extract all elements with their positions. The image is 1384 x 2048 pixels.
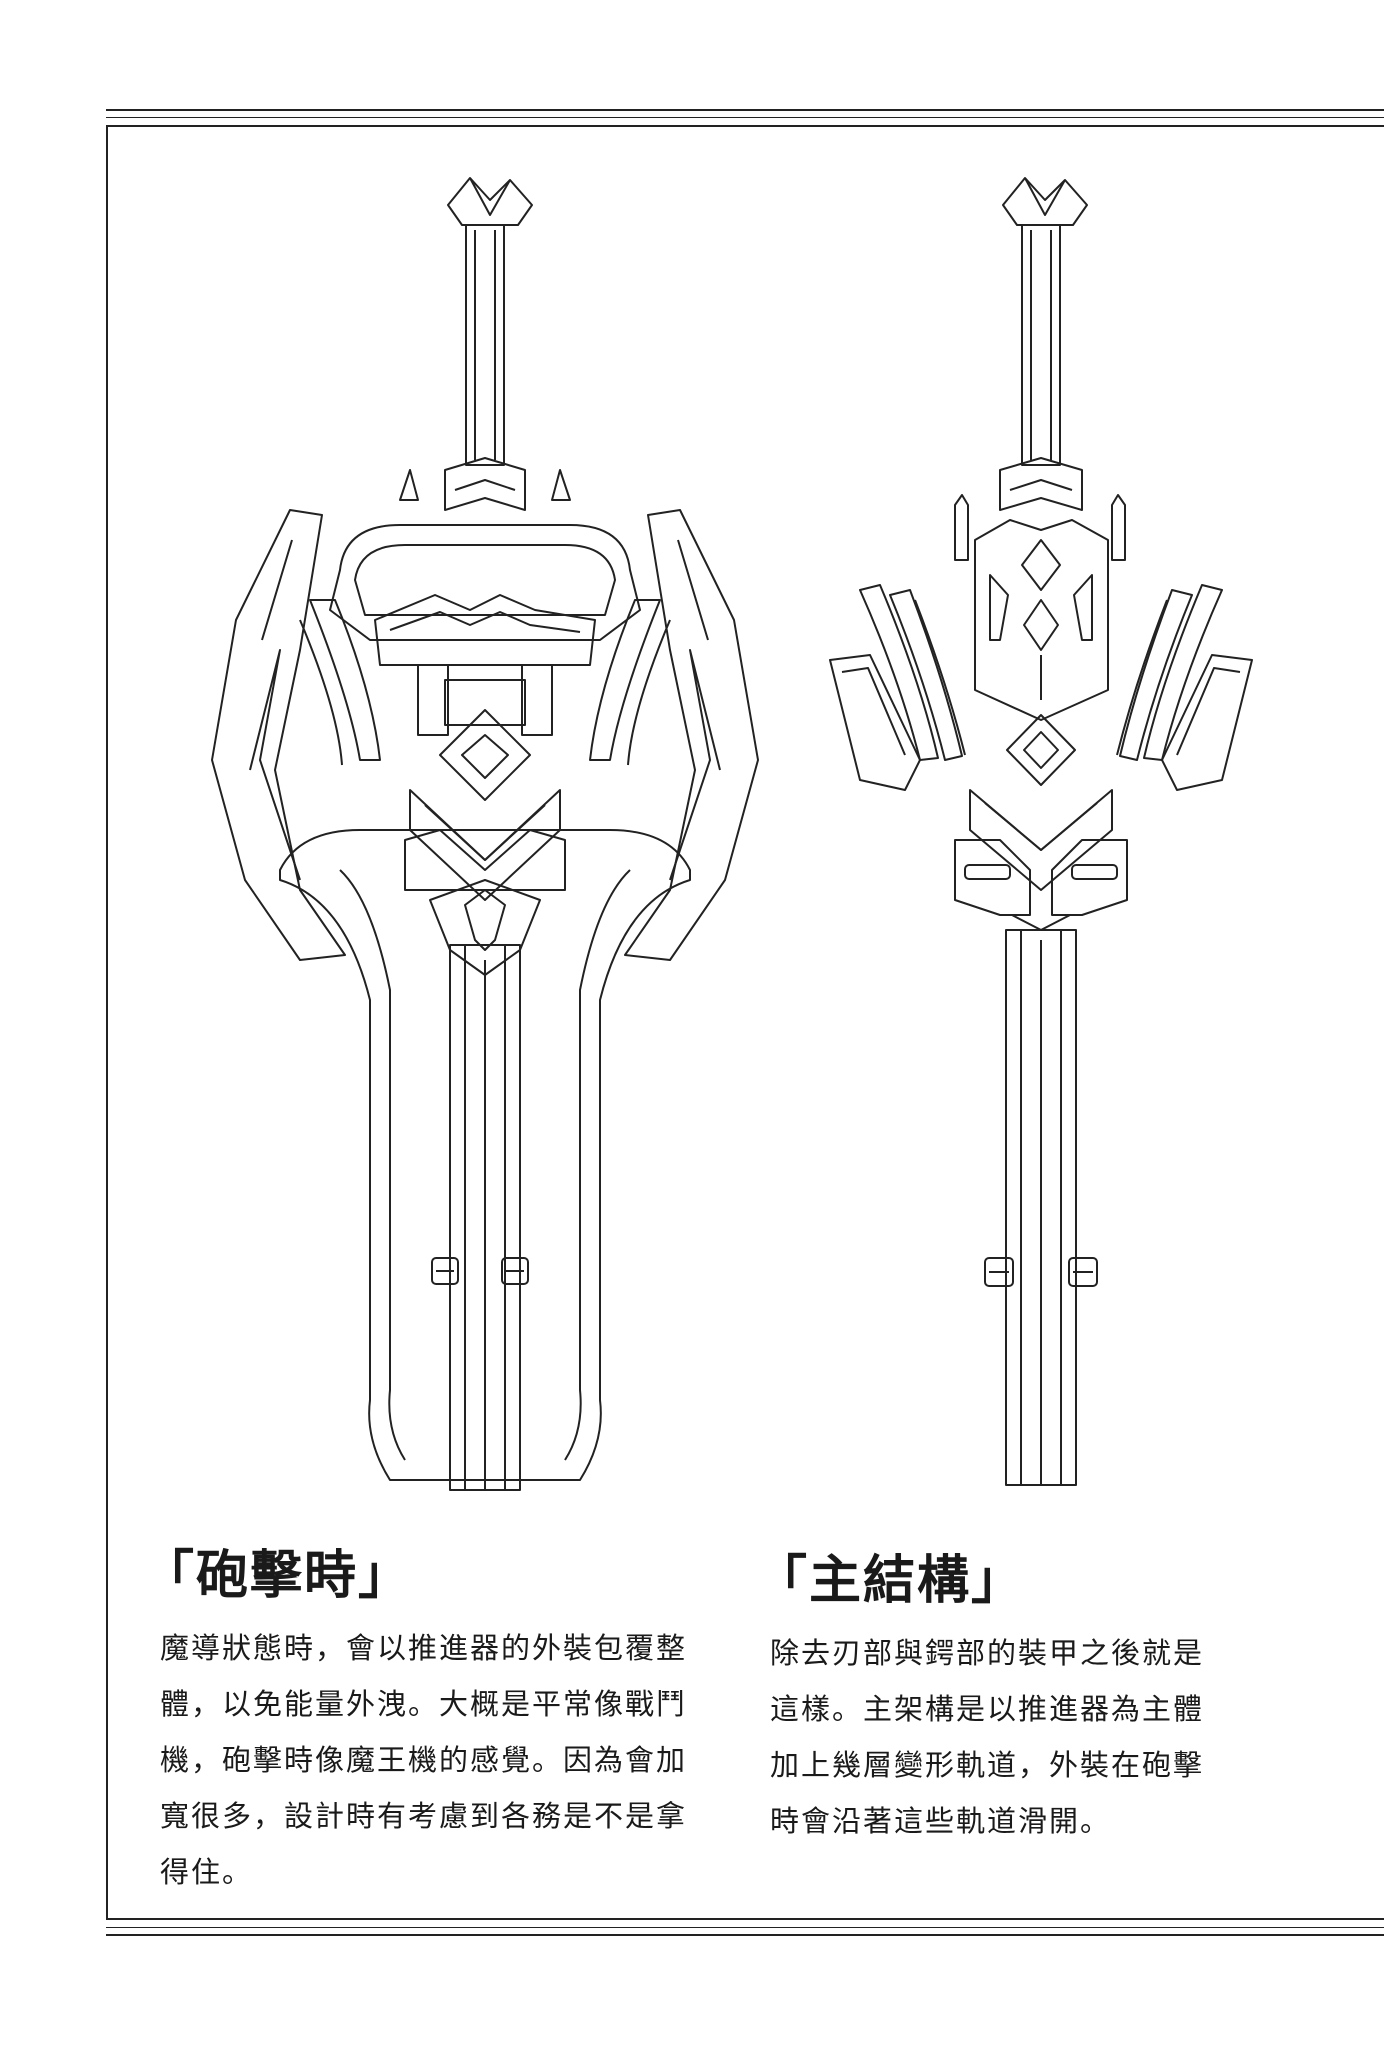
bottom-rule: [106, 1934, 1384, 1936]
caption-title: 「主結構」: [755, 1550, 1026, 1611]
caption-body: 魔導狀態時，會以推進器的外裝包覆整體，以免能量外洩。大概是平常像戰鬥機，砲擊時像…: [160, 1631, 688, 1889]
caption-title: 「砲擊時」: [142, 1545, 413, 1606]
sword-main-structure-drawing: [829, 177, 1253, 1486]
caption-main-structure: 「主結構」 除去刃部與鍔部的裝甲之後就是這樣。主架構是以推進器為主體加上幾層變形…: [755, 1555, 1235, 1849]
sword-cannon-mode-drawing: [211, 177, 759, 1491]
bottom-rule-inner: [106, 1927, 1384, 1928]
top-rule-inner: [106, 117, 1384, 118]
top-rule: [106, 109, 1384, 111]
caption-cannon-mode: 「砲擊時」 魔導狀態時，會以推進器的外裝包覆整體，以免能量外洩。大概是平常像戰鬥…: [142, 1550, 710, 1900]
page-frame: [106, 125, 1384, 1920]
caption-body: 除去刃部與鍔部的裝甲之後就是這樣。主架構是以推進器為主體加上幾層變形軌道，外裝在…: [770, 1636, 1205, 1838]
